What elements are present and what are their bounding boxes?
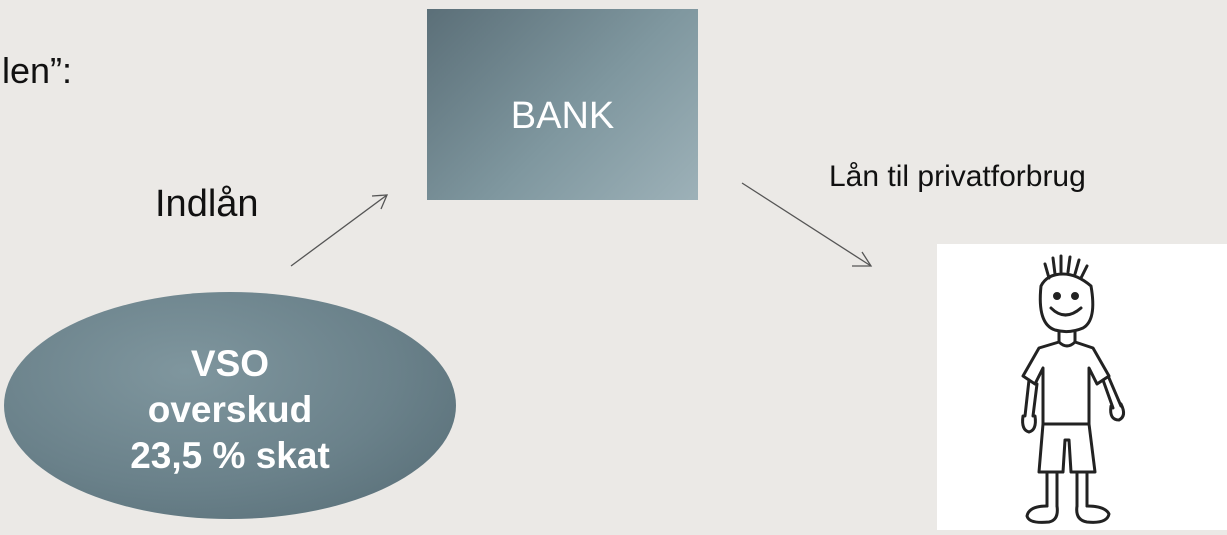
vso-ellipse: VSO overskud 23,5 % skat [4, 292, 456, 519]
deposit-arrow [290, 194, 389, 267]
vso-line-2: overskud [147, 388, 313, 430]
deposit-label: Indlån [155, 183, 259, 225]
loan-arrow [741, 182, 873, 267]
heading-fragment: llen”: [0, 50, 73, 91]
bank-label: BANK [510, 95, 615, 137]
vso-line-1: VSO [190, 342, 270, 384]
loan-label: Lån til privatforbrug [829, 160, 1086, 193]
person-illustration [937, 244, 1227, 530]
stick-figure-icon [1021, 254, 1126, 524]
bank-box: BANK [427, 9, 698, 200]
vso-line-3: 23,5 % skat [130, 434, 330, 476]
